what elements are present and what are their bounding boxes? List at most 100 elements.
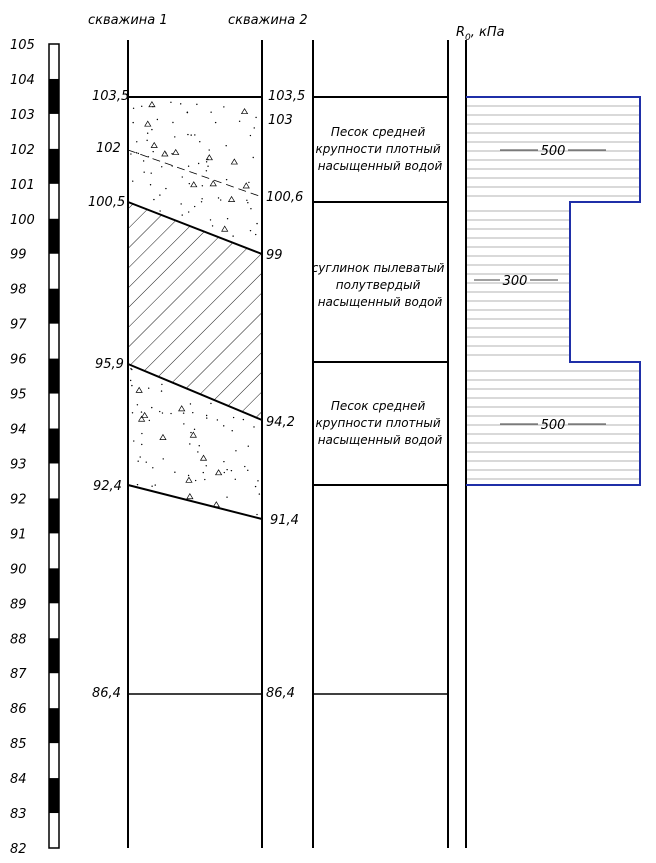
sand-grain: [252, 156, 254, 159]
sand-grain: [225, 178, 228, 181]
well2-elev: 103: [268, 113, 293, 128]
sand-grain: [172, 148, 180, 155]
sand-grain: [189, 403, 192, 405]
r0-subscript: 0: [465, 33, 471, 43]
sand-grain: [159, 210, 161, 212]
sand-grain: [140, 411, 143, 413]
sand-grain: [172, 121, 174, 124]
sand-grain: [244, 465, 246, 468]
sand-grain: [148, 387, 150, 389]
sand-grain: [135, 152, 138, 154]
sand-grain: [255, 233, 257, 236]
sand-grain: [132, 107, 135, 109]
sand-grain: [205, 170, 208, 172]
boundary-sand-loam: [127, 201, 263, 255]
well2-elev: 86,4: [266, 686, 295, 701]
sand-grain: [242, 418, 245, 421]
r0-value-layer2: 300: [503, 274, 528, 289]
sand-grain: [248, 181, 250, 184]
sand-grain: [220, 199, 222, 201]
boundary-water-dashed: [127, 149, 263, 198]
scale-label: 95: [10, 388, 27, 403]
sand-grain: [129, 379, 132, 382]
sand-grain: [190, 431, 192, 434]
sand-grain: [247, 469, 249, 472]
sand-grain: [223, 460, 225, 463]
r0-header: R0, кПа: [456, 25, 505, 43]
sand-grain: [186, 111, 189, 113]
sand-grain: [161, 412, 164, 414]
scale-label: 89: [10, 597, 27, 612]
sand-grain: [142, 160, 145, 162]
sand-grain: [214, 121, 217, 124]
sand-grain: [154, 484, 156, 486]
scale-label: 91: [10, 527, 27, 542]
sand-grain: [131, 384, 133, 387]
scale-label: 102: [10, 143, 35, 158]
sand-grain: [207, 165, 209, 167]
sand-grain: [193, 205, 196, 208]
sand-grain: [187, 133, 189, 136]
sand-grain: [171, 152, 173, 155]
sand-grain: [186, 493, 194, 500]
sand-grain: [190, 181, 198, 188]
well2-elev: 94,2: [266, 415, 295, 430]
sand-grain: [247, 202, 249, 204]
sand-grain: [189, 443, 191, 445]
scale-label: 100: [10, 213, 35, 228]
sand-grain: [214, 469, 223, 476]
sand-grain: [255, 116, 257, 119]
sand-grain: [181, 176, 183, 178]
well1-elev: 92,4: [93, 479, 122, 494]
well1-elev: 86,4: [92, 686, 121, 701]
sand-grain: [242, 182, 250, 189]
sand-grain: [182, 412, 185, 414]
sand-grain: [226, 218, 229, 220]
scale-label: 104: [10, 73, 35, 88]
sand-grain: [256, 222, 258, 225]
sand-grain: [204, 478, 206, 481]
sand-grain: [150, 172, 152, 174]
sand-grain: [190, 134, 192, 136]
scale-label: 96: [10, 353, 27, 368]
sand-grain: [209, 180, 217, 187]
sand-grain: [197, 162, 200, 165]
sand-grain: [143, 171, 145, 173]
sand-grain: [231, 430, 233, 432]
sand-grain: [137, 152, 140, 155]
sand-grain: [254, 485, 257, 488]
loam-layer-hatch: [128, 202, 262, 420]
sand-layer-top-texture: [130, 101, 258, 237]
sand-grain: [150, 141, 158, 148]
sand-grain: [217, 197, 220, 199]
sand-grain: [156, 118, 159, 121]
scale-label: 86: [10, 702, 27, 717]
sand-grain: [130, 153, 132, 155]
sand-grain: [170, 101, 172, 104]
sand-grain: [240, 108, 249, 115]
well1-elev: 102: [96, 141, 121, 156]
well2-elevations: 103,5 103 100,6 99 94,2 91,4 86,4: [266, 89, 305, 701]
sand-grain: [180, 203, 182, 205]
sand-grain: [161, 150, 169, 157]
sand-grain: [149, 184, 152, 186]
sand-grain: [199, 454, 208, 461]
layer2-description: суглинок пылеватый полутвердый насыщенны…: [312, 261, 449, 309]
sand-grain: [194, 134, 196, 136]
sand-grain: [132, 121, 134, 124]
sand-grain: [136, 404, 139, 406]
sand-grain: [205, 161, 208, 163]
sand-grain: [162, 458, 164, 460]
sand-grain: [199, 140, 201, 143]
layer3-description: Песок средней крупности плотный насыщенн…: [316, 399, 445, 447]
sand-grain: [189, 431, 197, 438]
sand-grain: [160, 390, 163, 392]
sand-grain: [205, 154, 213, 161]
scale-label: 98: [10, 283, 27, 298]
sand-grain: [139, 456, 141, 458]
sand-grain: [144, 120, 152, 127]
sand-grain: [146, 139, 148, 142]
sand-grain: [210, 111, 212, 113]
scale-label: 99: [10, 248, 27, 263]
